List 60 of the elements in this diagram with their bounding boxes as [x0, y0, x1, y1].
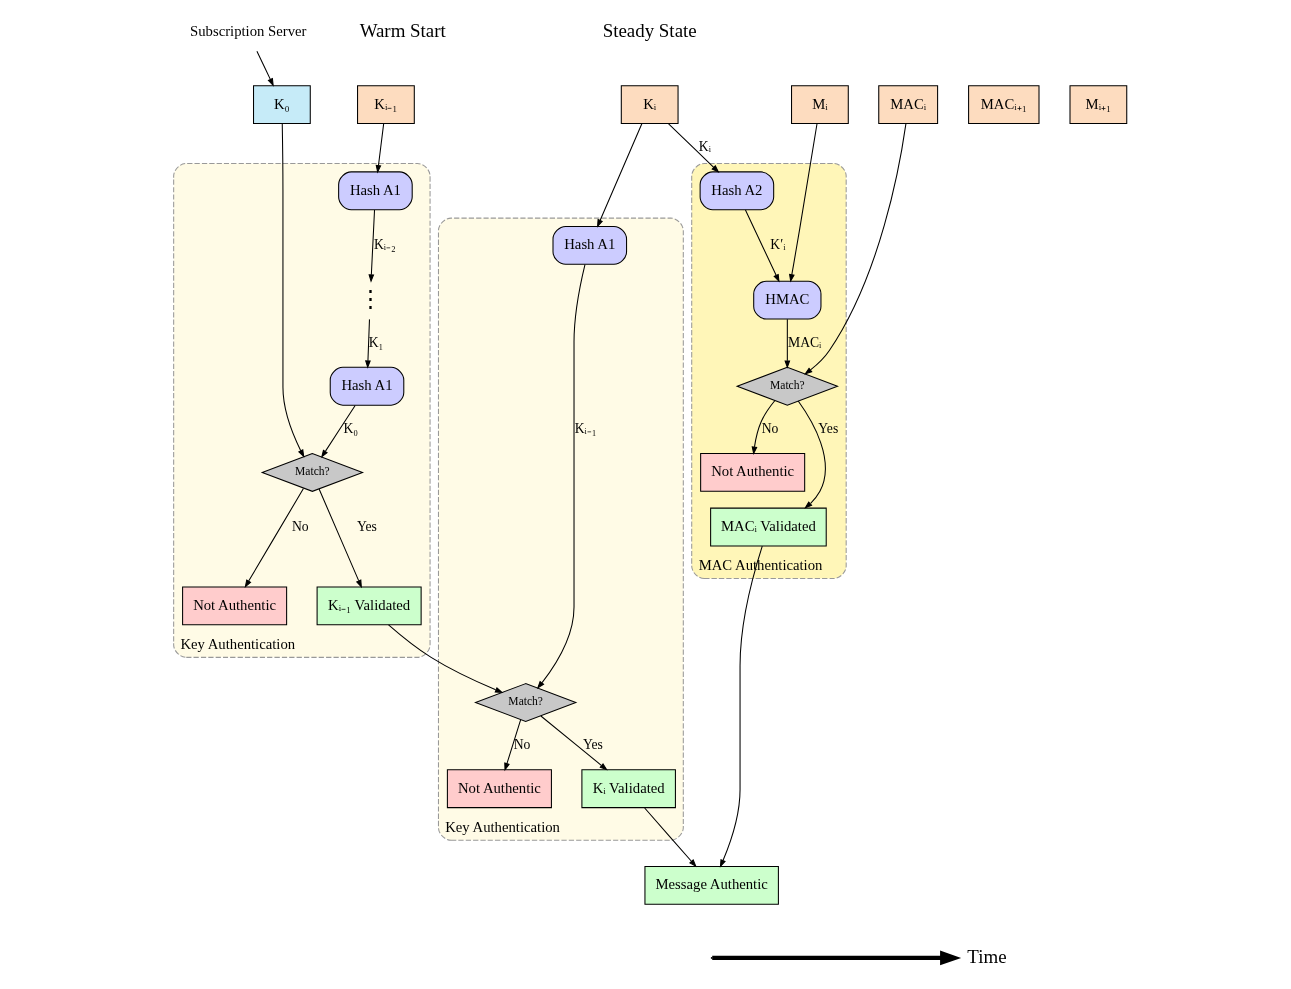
label: Steady State: [602, 19, 697, 41]
node-box: Kᵢ: [620, 84, 679, 124]
node-box: HMAC: [752, 280, 821, 319]
arrow: [255, 50, 274, 87]
arrow: [596, 122, 642, 228]
arrow: [503, 718, 521, 771]
edge-label: Yes: [817, 420, 838, 436]
arrow: [318, 488, 362, 588]
arrow: [751, 399, 775, 455]
node-box: Kᵢ₋₁: [356, 84, 415, 124]
edge-label: Kᵢ: [698, 138, 711, 154]
edge-label: Kᵢ₋₂: [373, 236, 396, 252]
node-box: K₀: [252, 84, 311, 124]
node-box: MACᵢ: [877, 84, 938, 124]
arrow: [719, 545, 763, 868]
edge-label: MACᵢ: [787, 334, 821, 350]
node-box: Hash A1: [551, 225, 627, 265]
arrow: [803, 122, 906, 375]
node-text: Subscription Server: [189, 22, 306, 39]
node-box: Hash A1: [337, 170, 413, 210]
node-box: Hash A2: [699, 170, 774, 210]
edge-label: K₁: [368, 334, 383, 350]
arrow: [281, 122, 304, 458]
arrow: [375, 122, 384, 173]
arrow: [244, 487, 304, 588]
arrow: [783, 318, 790, 369]
arrow: [744, 209, 780, 283]
node-diamond: Match?: [260, 452, 364, 492]
arrow: [788, 122, 818, 283]
node-box: Message Authentic: [643, 865, 779, 905]
edge-label: No: [291, 518, 309, 534]
node-box: Not Authentic: [181, 585, 287, 625]
arrow: [539, 714, 608, 771]
label: Time: [966, 945, 1007, 967]
node-box: Not Authentic: [446, 768, 552, 808]
edge-label: No: [513, 736, 530, 752]
edge-label: No: [761, 420, 778, 436]
arrow: [643, 806, 697, 867]
node-box: MACᵢ Validated: [709, 507, 827, 546]
edge-label: K′ᵢ: [769, 236, 785, 252]
arrow: [320, 404, 356, 458]
node-box: Kᵢ₋₁ Validated: [316, 585, 422, 625]
node-box: Hash A1: [329, 366, 404, 406]
arrow: [367, 209, 375, 283]
edge-label: Yes: [582, 736, 603, 752]
arrow: [536, 263, 585, 689]
node-box: Not Authentic: [699, 452, 805, 492]
edge-label: Yes: [356, 518, 377, 534]
node-box: Kᵢ Validated: [580, 768, 676, 808]
arrow: [667, 122, 719, 173]
label: Warm Start: [359, 19, 446, 41]
edge-label: Kᵢ₋₁: [574, 420, 597, 436]
arrow: [387, 623, 503, 693]
arrow: [797, 400, 826, 509]
node-box: MACᵢ₊₁: [967, 84, 1040, 124]
node-text: ⋮: [358, 284, 382, 311]
arrow: [364, 318, 371, 369]
edge-label: K₀: [342, 420, 358, 436]
node-box: Mᵢ: [790, 84, 849, 124]
node-box: Mᵢ₊₁: [1068, 84, 1127, 124]
